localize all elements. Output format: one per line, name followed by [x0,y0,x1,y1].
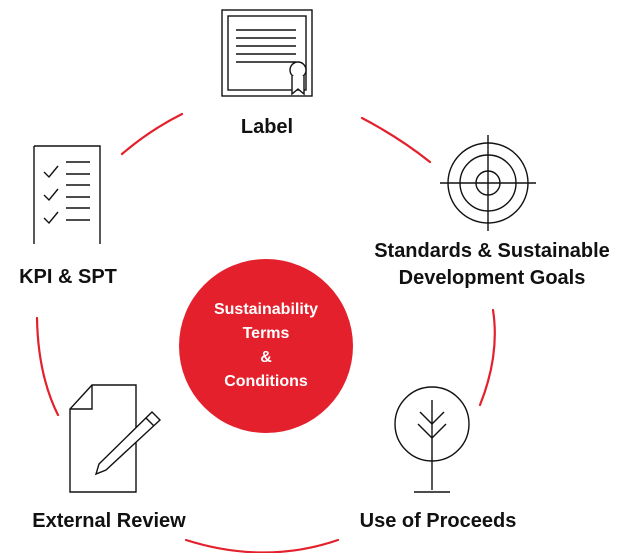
center-circle: Sustainability Terms & Conditions [179,259,353,433]
cycle-arcs [35,112,496,553]
document-pen-icon [69,384,162,493]
node-label-use-of-proceeds: Use of Proceeds [359,510,517,532]
cycle-arc [360,116,432,164]
tree-icon [394,386,470,493]
node-label-kpi-spt: KPI & SPT [19,266,117,288]
cycle-arc [184,538,340,553]
cycle-arc [478,308,496,407]
center-text-line: Terms [242,325,290,342]
node-label-standards: Standards & Sustainable Development Goal… [342,238,639,292]
node-label-line: Development Goals [398,267,586,289]
node-label-line: Standards & Sustainable [374,240,610,262]
cycle-arc [120,112,184,156]
center-text-line: Sustainability [213,301,319,318]
certificate-icon [221,9,313,97]
center-text-line: & [260,349,272,366]
checklist-icon [33,145,101,244]
target-icon [440,135,536,231]
center-text-line: Conditions [224,373,308,390]
node-label-external-review: External Review [32,510,186,532]
cycle-arc [35,316,60,417]
node-label-label: Label [240,116,294,138]
